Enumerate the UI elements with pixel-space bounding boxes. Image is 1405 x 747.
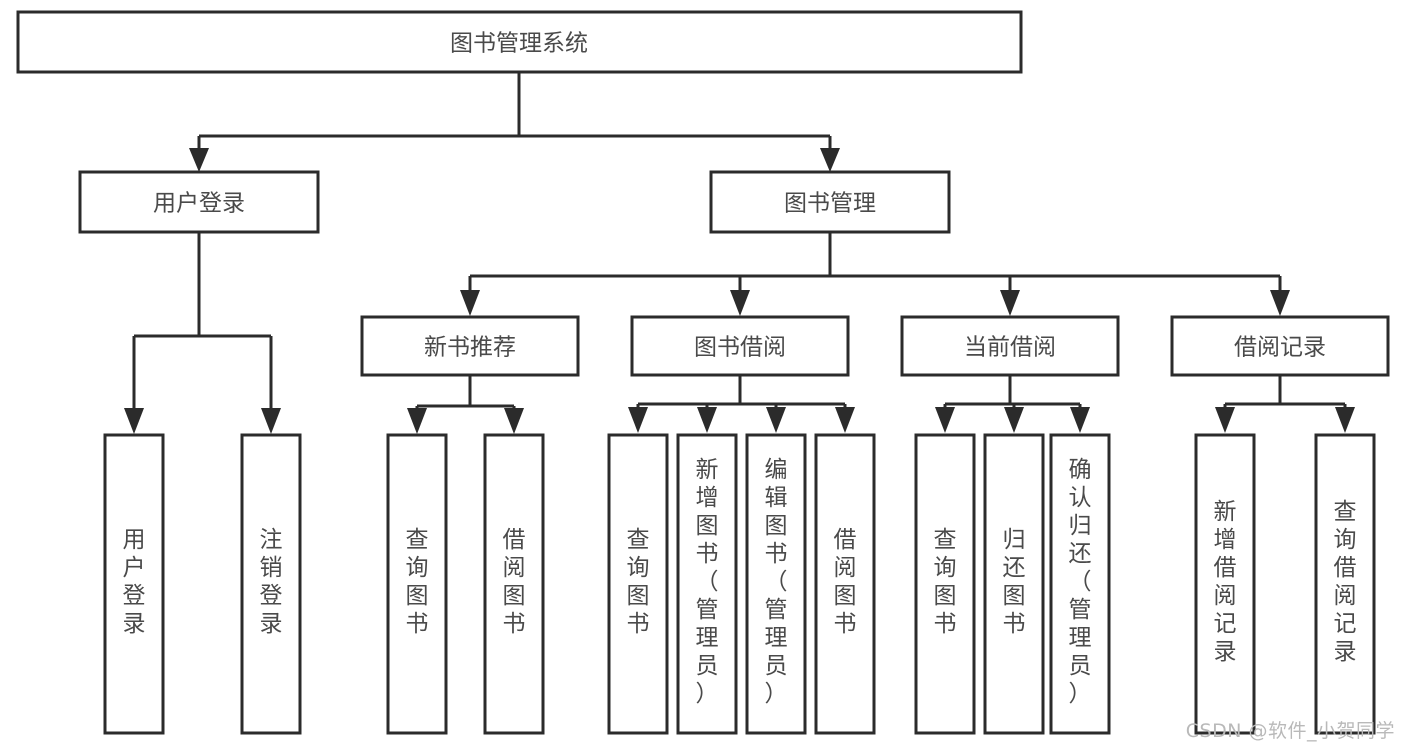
watermark: CSDN @软件_小贺同学 [1185,720,1395,742]
arrowhead-book-borrow-leaf-3 [766,407,786,433]
connector-user-login-to-leaves [132,232,273,414]
arrowhead-to-current-borrow [1000,290,1020,316]
leaf-current-borrow-1[interactable] [914,433,976,735]
leaf-current-borrow-2[interactable] [983,433,1045,735]
leaf-box[interactable] [1049,433,1111,735]
book-manage-label: 图书管理 [784,191,876,217]
leaf-box[interactable] [240,433,302,735]
arrowhead-borrow-record-leaf-2 [1335,407,1355,433]
leaf-current-borrow-3[interactable] [1049,433,1111,735]
user-login-label: 用户登录 [153,191,245,217]
arrowhead-user-login-leaf-1 [124,408,144,434]
leaf-current-borrow-2-label: 归还图书 [1003,527,1026,637]
arrowhead-user-login-leaf-2 [261,408,281,434]
connector-book-borrow-to-leaves [636,375,847,414]
node-borrow-record[interactable]: 借阅记录 [1170,315,1390,377]
node-new-book-recommend[interactable]: 新书推荐 [360,315,580,377]
arrowhead-to-book-borrow [730,290,750,316]
connector-new-book-to-leaves [415,375,516,414]
leaf-new-book-1[interactable] [386,433,448,735]
borrow-record-box[interactable] [1170,315,1390,377]
leaf-user-login-2-label: 注销登录 [260,527,283,637]
arrowhead-book-borrow-leaf-4 [835,407,855,433]
connector-borrow-record-to-leaves [1223,375,1347,414]
leaf-new-book-2-label: 借阅图书 [503,527,526,637]
leaf-box[interactable] [103,433,165,735]
node-current-borrow[interactable]: 当前借阅 [900,315,1120,377]
arrowhead-book-borrow-leaf-2 [697,407,717,433]
node-book-borrow[interactable]: 图书借阅 [630,315,850,377]
connectors [124,72,1355,434]
leaf-book-borrow-2-label: 新增图书（管理员） [696,457,719,707]
leaf-new-book-1-label: 查询图书 [406,527,429,637]
arrowhead-current-borrow-leaf-3 [1070,407,1090,433]
root-label: 图书管理系统 [450,31,588,57]
borrow-record-label: 借阅记录 [1234,335,1326,361]
new-book-recommend-label: 新书推荐 [424,335,516,361]
arrowhead-current-borrow-leaf-1 [935,407,955,433]
arrowhead-to-borrow-record [1270,290,1290,316]
arrowhead-book-borrow-leaf-1 [628,407,648,433]
user-login-box[interactable] [78,170,320,234]
node-user-login[interactable]: 用户登录 [78,170,320,234]
connector-root-to-level1 [197,72,832,156]
book-manage-box[interactable] [709,170,951,234]
current-borrow-label: 当前借阅 [964,335,1056,361]
connector-book-manage-to-level2 [468,232,1282,296]
leaf-book-borrow-2[interactable] [676,433,738,735]
leaf-new-book-2[interactable] [483,433,545,735]
leaf-borrow-record-2[interactable] [1314,433,1376,735]
leaf-book-borrow-4[interactable] [814,433,876,735]
arrowhead-to-user-login [189,148,209,172]
new-book-recommend-box[interactable] [360,315,580,377]
current-borrow-box[interactable] [900,315,1120,377]
root-box[interactable] [16,10,1023,74]
arrowhead-current-borrow-leaf-2 [1004,407,1024,433]
leaf-user-login-1[interactable] [103,433,165,735]
arrowhead-borrow-record-leaf-1 [1215,407,1235,433]
leaf-borrow-record-1-label: 新增借阅记录 [1214,499,1237,665]
node-book-manage[interactable]: 图书管理 [709,170,951,234]
leaf-borrow-record-1[interactable] [1194,433,1256,735]
leaf-book-borrow-1[interactable] [607,433,669,735]
leaf-box[interactable] [483,433,545,735]
leaf-user-login-2[interactable] [240,433,302,735]
arrowhead-to-book-manage [820,148,840,172]
leaf-box[interactable] [607,433,669,735]
leaf-book-borrow-3[interactable] [745,433,807,735]
leaf-book-borrow-3-label: 编辑图书（管理员） [765,457,788,707]
arrowhead-new-book-leaf-1 [407,408,427,434]
leaf-current-borrow-3-label: 确认归还（管理员） [1069,457,1092,707]
node-root[interactable]: 图书管理系统 [16,10,1023,74]
leaf-user-login-1-label: 用户登录 [123,527,146,637]
leaf-box[interactable] [386,433,448,735]
leaf-box[interactable] [1194,433,1256,735]
leaf-current-borrow-1-label: 查询图书 [934,527,957,637]
leaf-box[interactable] [1314,433,1376,735]
leaf-box[interactable] [745,433,807,735]
leaf-book-borrow-1-label: 查询图书 [627,527,650,637]
book-borrow-box[interactable] [630,315,850,377]
arrowhead-to-new-book [460,290,480,316]
leaf-box[interactable] [914,433,976,735]
leaf-box[interactable] [814,433,876,735]
leaf-box[interactable] [983,433,1045,735]
leaf-text-layer: 用户登录 注销登录 查询图书 借阅图书 查询图书 新增图书（管理员） 编辑图书（管理员） 借阅… [123,457,1357,707]
leaf-borrow-record-2-label: 查询借阅记录 [1334,499,1357,665]
leaf-book-borrow-4-label: 借阅图书 [834,527,857,637]
leaf-box[interactable] [676,433,738,735]
book-borrow-label: 图书借阅 [694,335,786,361]
arrowhead-new-book-leaf-2 [504,408,524,434]
